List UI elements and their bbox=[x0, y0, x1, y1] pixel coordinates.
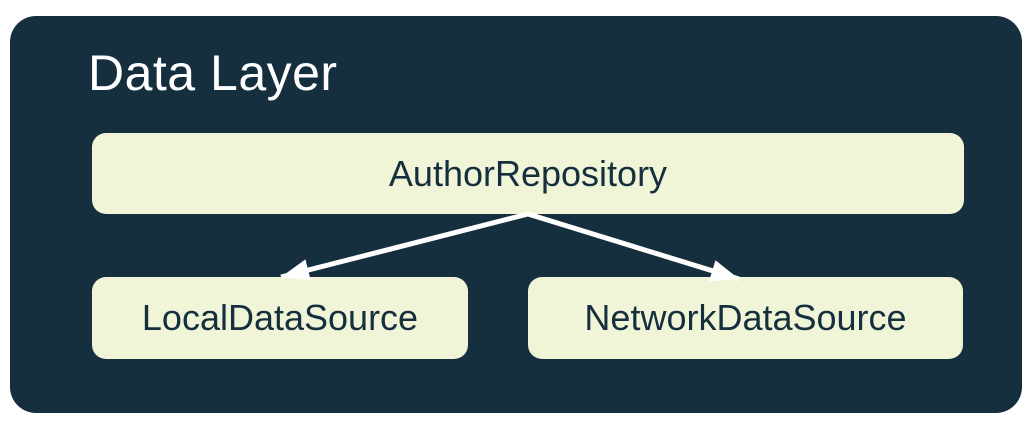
node-local-data-source: LocalDataSource bbox=[92, 277, 468, 359]
diagram-title: Data Layer bbox=[88, 45, 338, 101]
node-author-repository-label: AuthorRepository bbox=[388, 152, 668, 194]
node-local-data-source-label: LocalDataSource bbox=[141, 297, 419, 338]
node-author-repository: AuthorRepository bbox=[92, 133, 964, 214]
node-network-data-source: NetworkDataSource bbox=[528, 277, 963, 359]
node-network-data-source-label: NetworkDataSource bbox=[584, 297, 907, 338]
